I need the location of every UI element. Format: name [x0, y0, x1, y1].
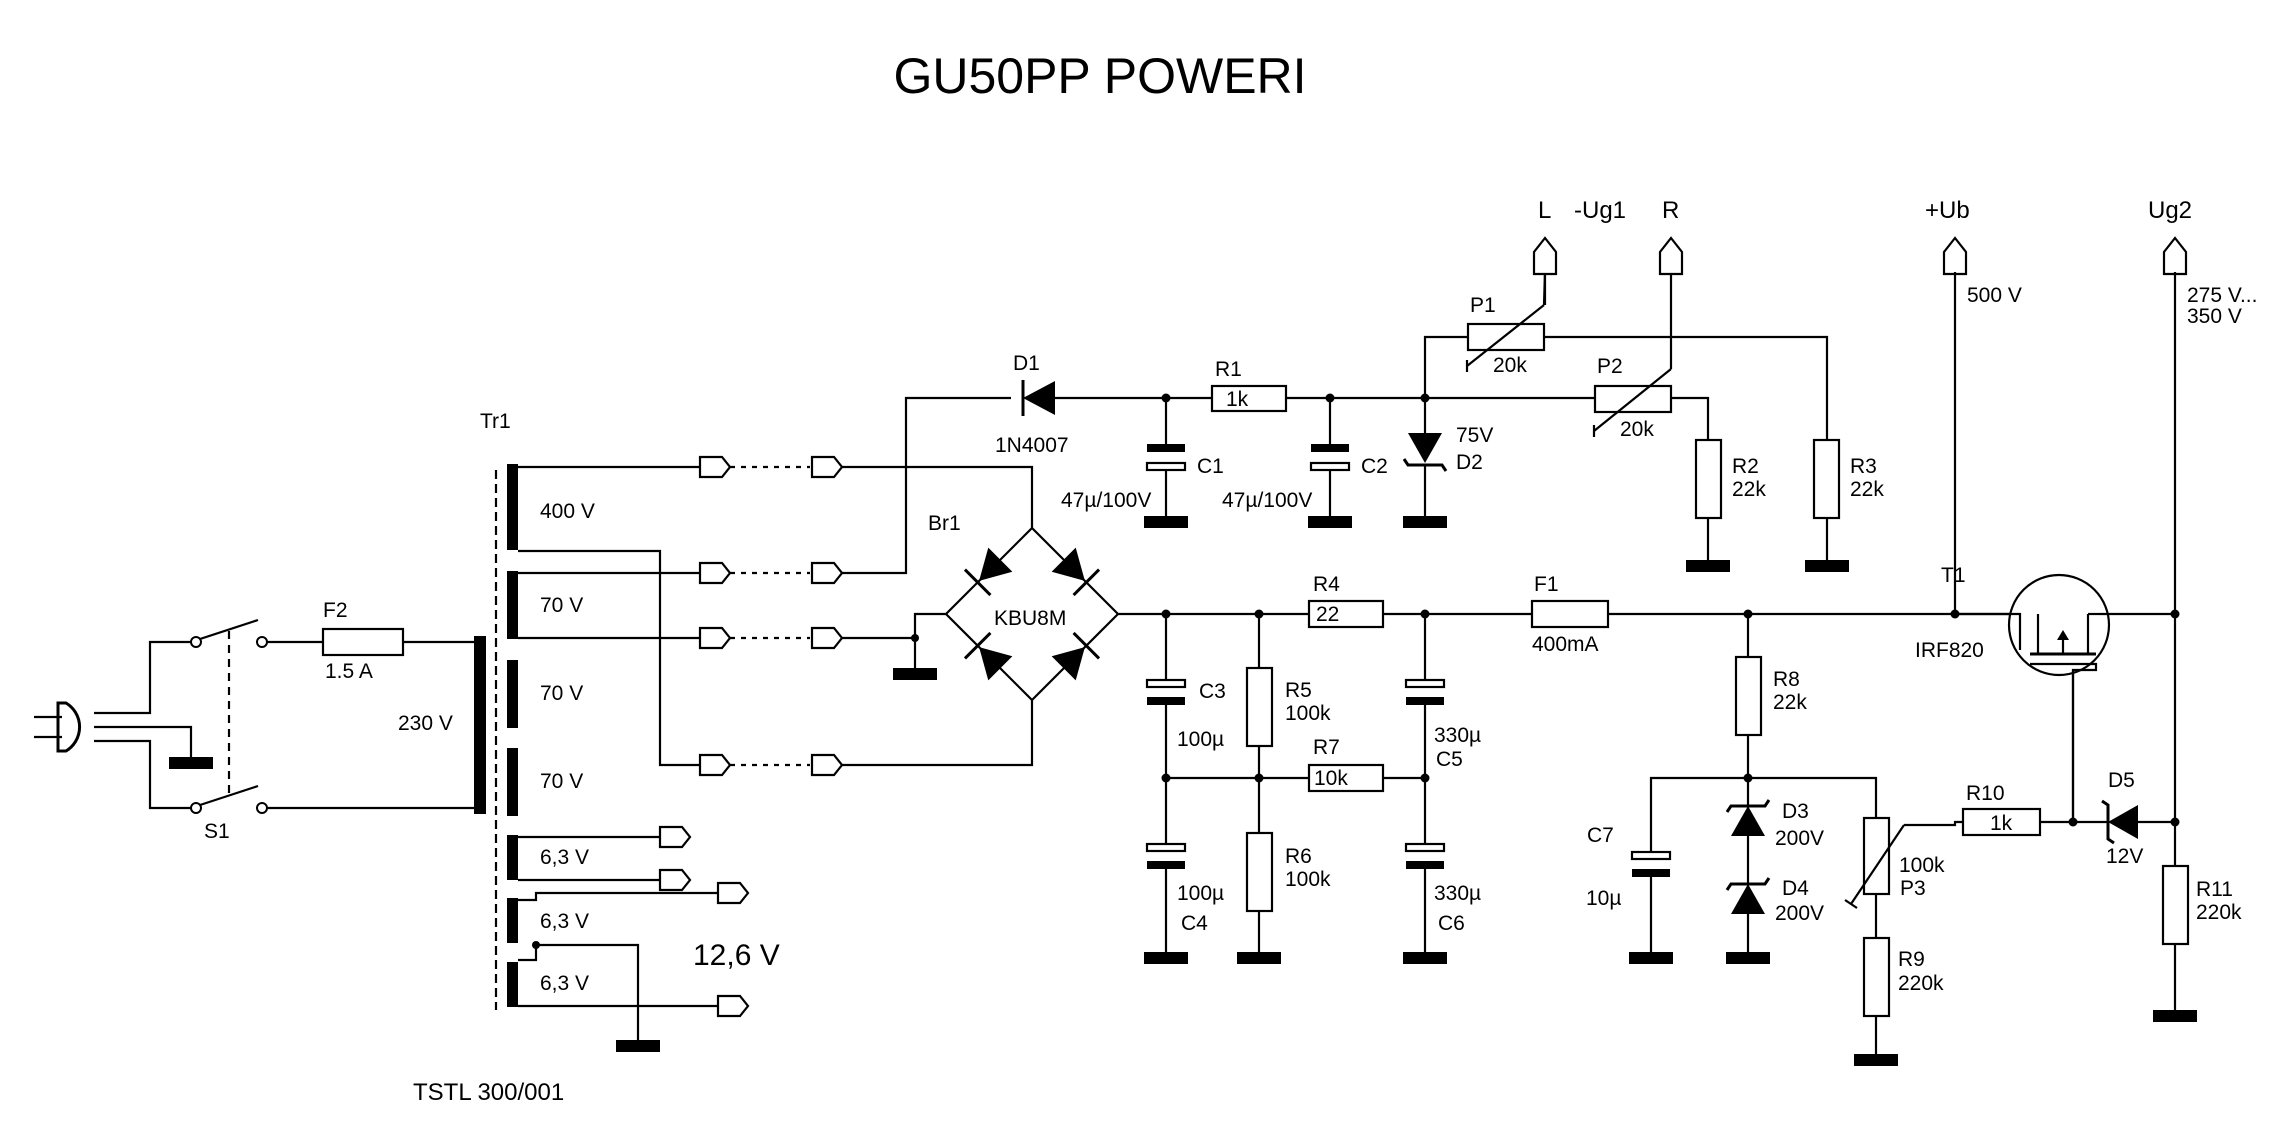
d5-value: 12V — [2106, 845, 2143, 868]
ug2-voltage-line2: 350 V — [2187, 305, 2242, 328]
bridge-rectifier-br1: Br1 KBU8M — [842, 465, 1119, 767]
screen-regulator: R8 22k D3 200V D4 200V C7 10µ 100k P3 — [1586, 272, 2242, 1066]
r10-ref: R10 — [1966, 782, 2005, 805]
terminal-ub: +Ub — [1925, 197, 1970, 224]
winding-6v3-2: 6,3 V — [540, 910, 589, 933]
c5-ref: C5 — [1436, 748, 1463, 771]
c5-value: 330µ — [1434, 724, 1481, 747]
ub-voltage: 500 V — [1967, 284, 2022, 307]
fuse-f2-ref: F2 — [323, 599, 348, 622]
winding-70v-1: 70 V — [540, 594, 583, 617]
winding-70v-2: 70 V — [540, 682, 583, 705]
r5-value: 100k — [1285, 702, 1331, 725]
d2-ref: D2 — [1456, 451, 1483, 474]
c2-ref: C2 — [1361, 455, 1388, 478]
mosfet-t1: T1 IRF820 — [1915, 564, 2175, 822]
heater-total-voltage: 12,6 V — [693, 939, 780, 972]
transformer-tr1: 230 V Tr1 TSTL 300/001 400 V 70 V 70 V 7… — [398, 410, 780, 1106]
d1-type: 1N4007 — [995, 434, 1069, 457]
r10-value: 1k — [1990, 812, 2013, 835]
c2-value: 47µ/100V — [1222, 489, 1312, 512]
r6-ref: R6 — [1285, 845, 1312, 868]
r8-ref: R8 — [1773, 668, 1800, 691]
c3-value: 100µ — [1177, 728, 1224, 751]
winding-400v: 400 V — [540, 500, 595, 523]
mains-plug — [34, 640, 213, 810]
r1-value: 1k — [1226, 388, 1249, 411]
bridge-type: KBU8M — [994, 607, 1066, 630]
bias-supply: D1 1N4007 1k R1 C1 47µ/100V C2 47µ/100V — [842, 269, 1884, 575]
c6-value: 330µ — [1434, 882, 1481, 905]
c1-ref: C1 — [1197, 455, 1224, 478]
diode-d1: D1 1N4007 — [995, 352, 1069, 457]
p1-ref: P1 — [1470, 294, 1496, 317]
r7-ref: R7 — [1313, 736, 1340, 759]
f1-value: 400mA — [1532, 633, 1599, 656]
mains-switch-s1: S1 — [190, 618, 268, 843]
fuse-f2: F2 1.5 A — [267, 599, 474, 810]
c7-ref: C7 — [1587, 824, 1614, 847]
r8-value: 22k — [1773, 691, 1807, 714]
r2-value: 22k — [1732, 478, 1766, 501]
p1-value: 20k — [1493, 354, 1527, 377]
d1-ref: D1 — [1013, 352, 1040, 375]
primary-voltage: 230 V — [398, 712, 453, 735]
r5-ref: R5 — [1285, 679, 1312, 702]
f1-ref: F1 — [1534, 573, 1559, 596]
transformer-ref: Tr1 — [480, 410, 511, 433]
diagram-title: GU50PP POWERI — [893, 48, 1306, 104]
d4-ref: D4 — [1782, 877, 1809, 900]
bridge-ref: Br1 — [928, 512, 961, 535]
terminal-r: R — [1662, 197, 1679, 224]
d3-value: 200V — [1775, 827, 1824, 850]
winding-70v-3: 70 V — [540, 770, 583, 793]
hv-filter: R4 22 F1 400mA C3 100µ 100µ C4 R5 — [1118, 573, 2045, 964]
t1-ref: T1 — [1941, 564, 1966, 587]
c4-value: 100µ — [1177, 882, 1224, 905]
r11-ref: R11 — [2196, 878, 2233, 901]
p3-ref: P3 — [1900, 877, 1926, 900]
r3-ref: R3 — [1850, 455, 1877, 478]
t1-type: IRF820 — [1915, 639, 1984, 662]
c4-ref: C4 — [1181, 912, 1208, 935]
c1-value: 47µ/100V — [1061, 489, 1151, 512]
r1-ref: R1 — [1215, 358, 1242, 381]
winding-6v3-3: 6,3 V — [540, 972, 589, 995]
r4-ref: R4 — [1313, 573, 1340, 596]
fuse-f2-value: 1.5 A — [325, 660, 373, 683]
d5-ref: D5 — [2108, 769, 2135, 792]
transformer-model: TSTL 300/001 — [413, 1079, 564, 1106]
r7-value: 10k — [1314, 767, 1348, 790]
terminal-l: L — [1538, 197, 1551, 224]
p3-value: 100k — [1899, 854, 1945, 877]
r9-ref: R9 — [1898, 948, 1925, 971]
r9-value: 220k — [1898, 972, 1944, 995]
c7-value: 10µ — [1586, 887, 1621, 910]
d2-value: 75V — [1456, 424, 1493, 447]
p2-ref: P2 — [1597, 355, 1623, 378]
d4-value: 200V — [1775, 902, 1824, 925]
r6-value: 100k — [1285, 868, 1331, 891]
r3-value: 22k — [1850, 478, 1884, 501]
connector-plugs — [658, 455, 844, 1018]
p2-value: 20k — [1620, 418, 1654, 441]
c3-ref: C3 — [1199, 680, 1226, 703]
output-terminals: L -Ug1 R +Ub 500 V Ug2 275 V... 350 V — [1532, 197, 2257, 328]
c6-ref: C6 — [1438, 912, 1465, 935]
d3-ref: D3 — [1782, 800, 1809, 823]
terminal-ug2: Ug2 — [2148, 197, 2192, 224]
terminal-ug1: -Ug1 — [1574, 197, 1626, 224]
switch-ref: S1 — [204, 820, 230, 843]
r4-value: 22 — [1316, 603, 1339, 626]
r11-value: 220k — [2196, 901, 2242, 924]
r2-ref: R2 — [1732, 455, 1759, 478]
winding-6v3-1: 6,3 V — [540, 846, 589, 869]
ug2-voltage-line1: 275 V... — [2187, 284, 2257, 307]
